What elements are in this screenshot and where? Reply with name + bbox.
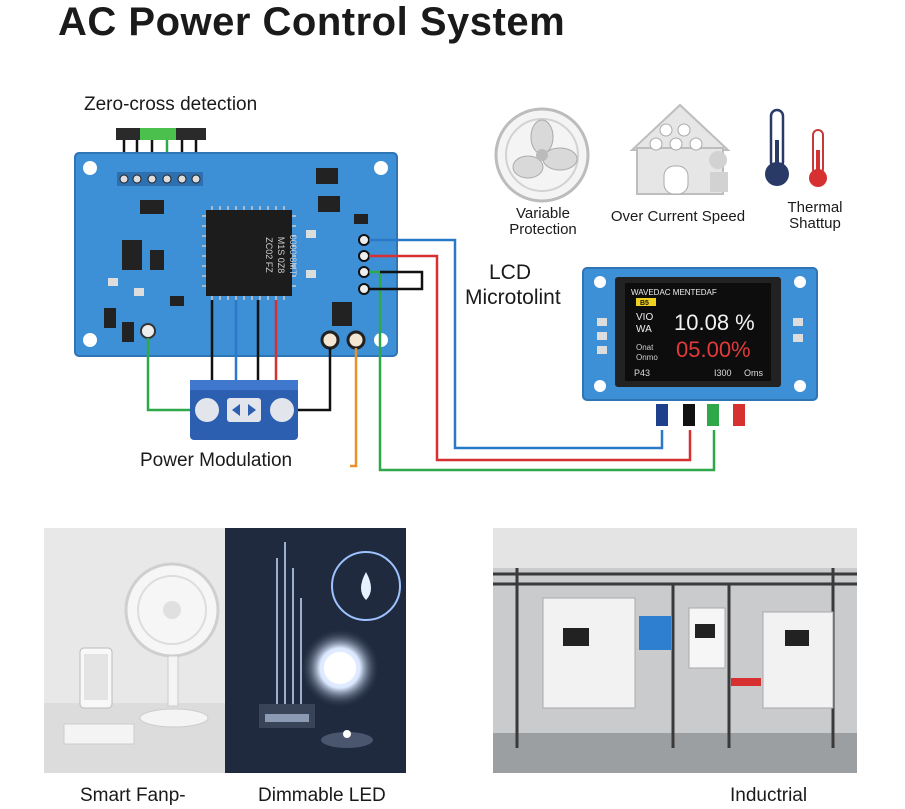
- microtolint-label: Microtolint: [465, 286, 561, 309]
- lcd-label: LCD: [489, 261, 532, 284]
- lcd-value-2: 05.00%: [676, 337, 751, 362]
- lcd-module: [582, 267, 818, 426]
- fan-icon: [494, 107, 590, 203]
- over-current-speed-label: Over Current Speed: [610, 208, 746, 225]
- lcd-tag: B5: [640, 300, 649, 307]
- caption-dimmable-led: Dimmable LED: [258, 785, 386, 806]
- lcd-side-1: Onat: [636, 343, 654, 352]
- industrial-photo: [493, 528, 857, 773]
- lcd-header: WAVEDAC MENTEDAF: [631, 288, 717, 297]
- power-modulation-module: [190, 380, 298, 440]
- power-modulation-label: Power Modulation: [140, 450, 293, 471]
- shuttup-text: Shattup: [789, 215, 841, 232]
- caption-industrial: Inductrial: [730, 785, 808, 806]
- circuit-diagram: ZC02 FZ M1S 0Z8 0000 8MT: [74, 103, 827, 472]
- caption-smart-fan: Smart Fanp-: [80, 785, 186, 806]
- lcd-side-2: Onmo: [636, 353, 658, 362]
- thermometer-icon: [765, 108, 827, 187]
- lcd-foot-2: I300: [714, 368, 732, 378]
- protection-text: Protection: [509, 221, 577, 238]
- thermal-text: Thermal: [787, 199, 843, 216]
- variable-text: Variable: [516, 205, 570, 222]
- pcb-board: [74, 152, 398, 357]
- house-control-icon: [629, 103, 731, 195]
- lcd-w-label: WA: [636, 324, 652, 335]
- dimmable-led-photo: [225, 528, 406, 773]
- wiring: [146, 238, 716, 472]
- chip-marking-2: M1S 0Z8: [276, 237, 286, 274]
- thermal-shutdown-label: Thermal Shattup: [770, 200, 860, 232]
- lcd-v-label: VIO: [636, 312, 653, 323]
- page-title: AC Power Control System: [58, 0, 566, 44]
- variable-protection-label: Variable Protection: [498, 206, 588, 238]
- lcd-value-1: 10.08 %: [674, 310, 755, 335]
- lcd-foot-3: Oms: [744, 368, 763, 378]
- lcd-foot-1: P43: [634, 368, 650, 378]
- smart-fan-photo: [44, 528, 227, 773]
- chip-marking-1: ZC02 FZ: [264, 237, 274, 273]
- chip-marking-3: 0000 8MT: [288, 235, 298, 276]
- zero-cross-label: Zero-cross detection: [84, 94, 258, 115]
